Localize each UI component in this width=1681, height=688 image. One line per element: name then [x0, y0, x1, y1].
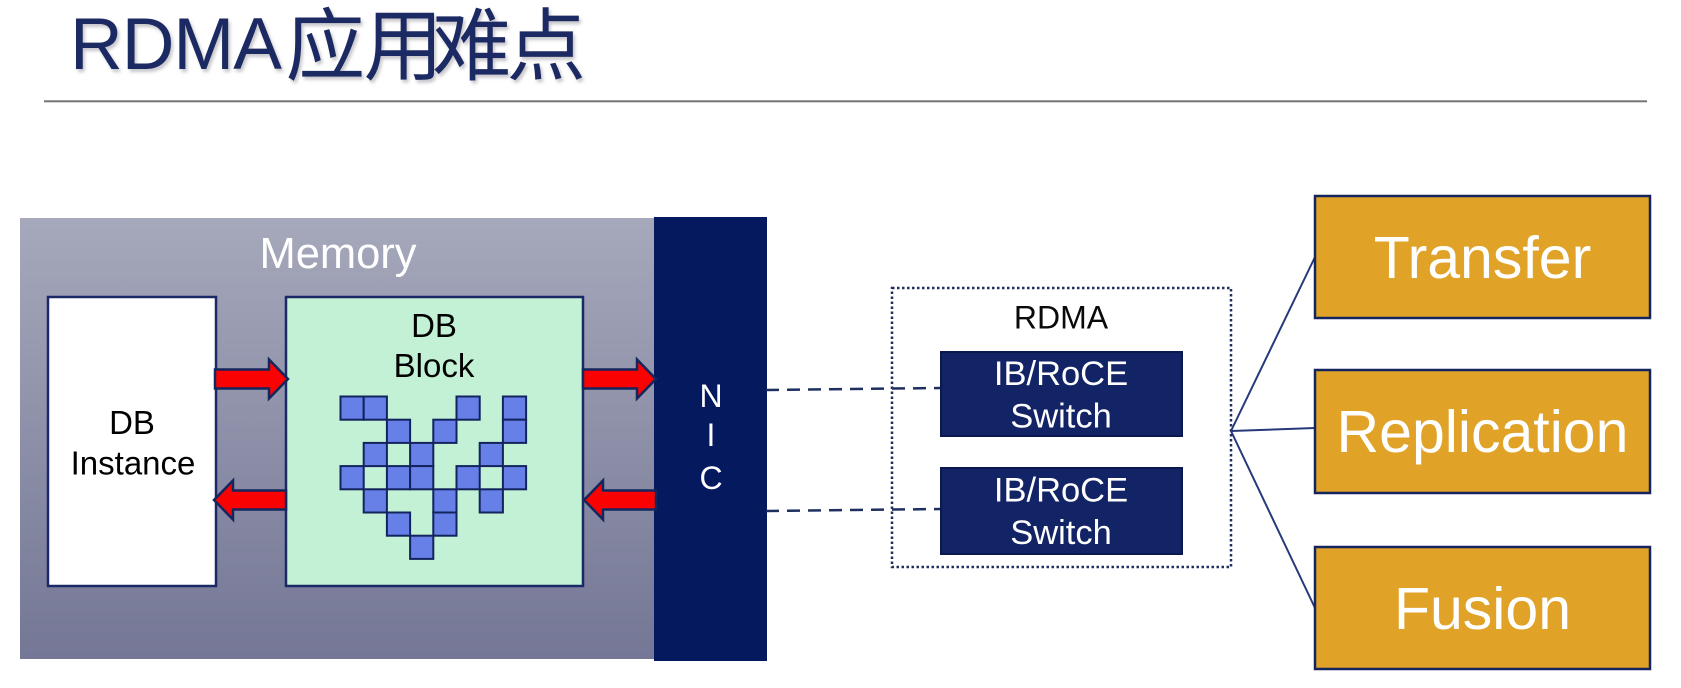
- svg-text:I: I: [707, 417, 716, 453]
- svg-text:Switch: Switch: [1010, 398, 1112, 436]
- svg-text:N: N: [699, 378, 722, 414]
- svg-text:RDMA: RDMA: [1014, 300, 1109, 336]
- svg-text:RDMA: RDMA: [70, 4, 282, 85]
- svg-text:Transfer: Transfer: [1374, 225, 1591, 291]
- svg-text:Replication: Replication: [1337, 399, 1629, 465]
- svg-text:Fusion: Fusion: [1394, 576, 1571, 642]
- svg-text:Block: Block: [394, 347, 475, 384]
- svg-text:Instance: Instance: [71, 445, 196, 482]
- svg-text:IB/RoCE: IB/RoCE: [994, 355, 1128, 393]
- svg-text:IB/RoCE: IB/RoCE: [994, 472, 1128, 510]
- svg-text:C: C: [699, 460, 722, 496]
- svg-text:DB: DB: [109, 404, 155, 441]
- svg-text:Switch: Switch: [1010, 514, 1112, 552]
- svg-text:Memory: Memory: [259, 230, 416, 278]
- svg-text:DB: DB: [411, 307, 457, 344]
